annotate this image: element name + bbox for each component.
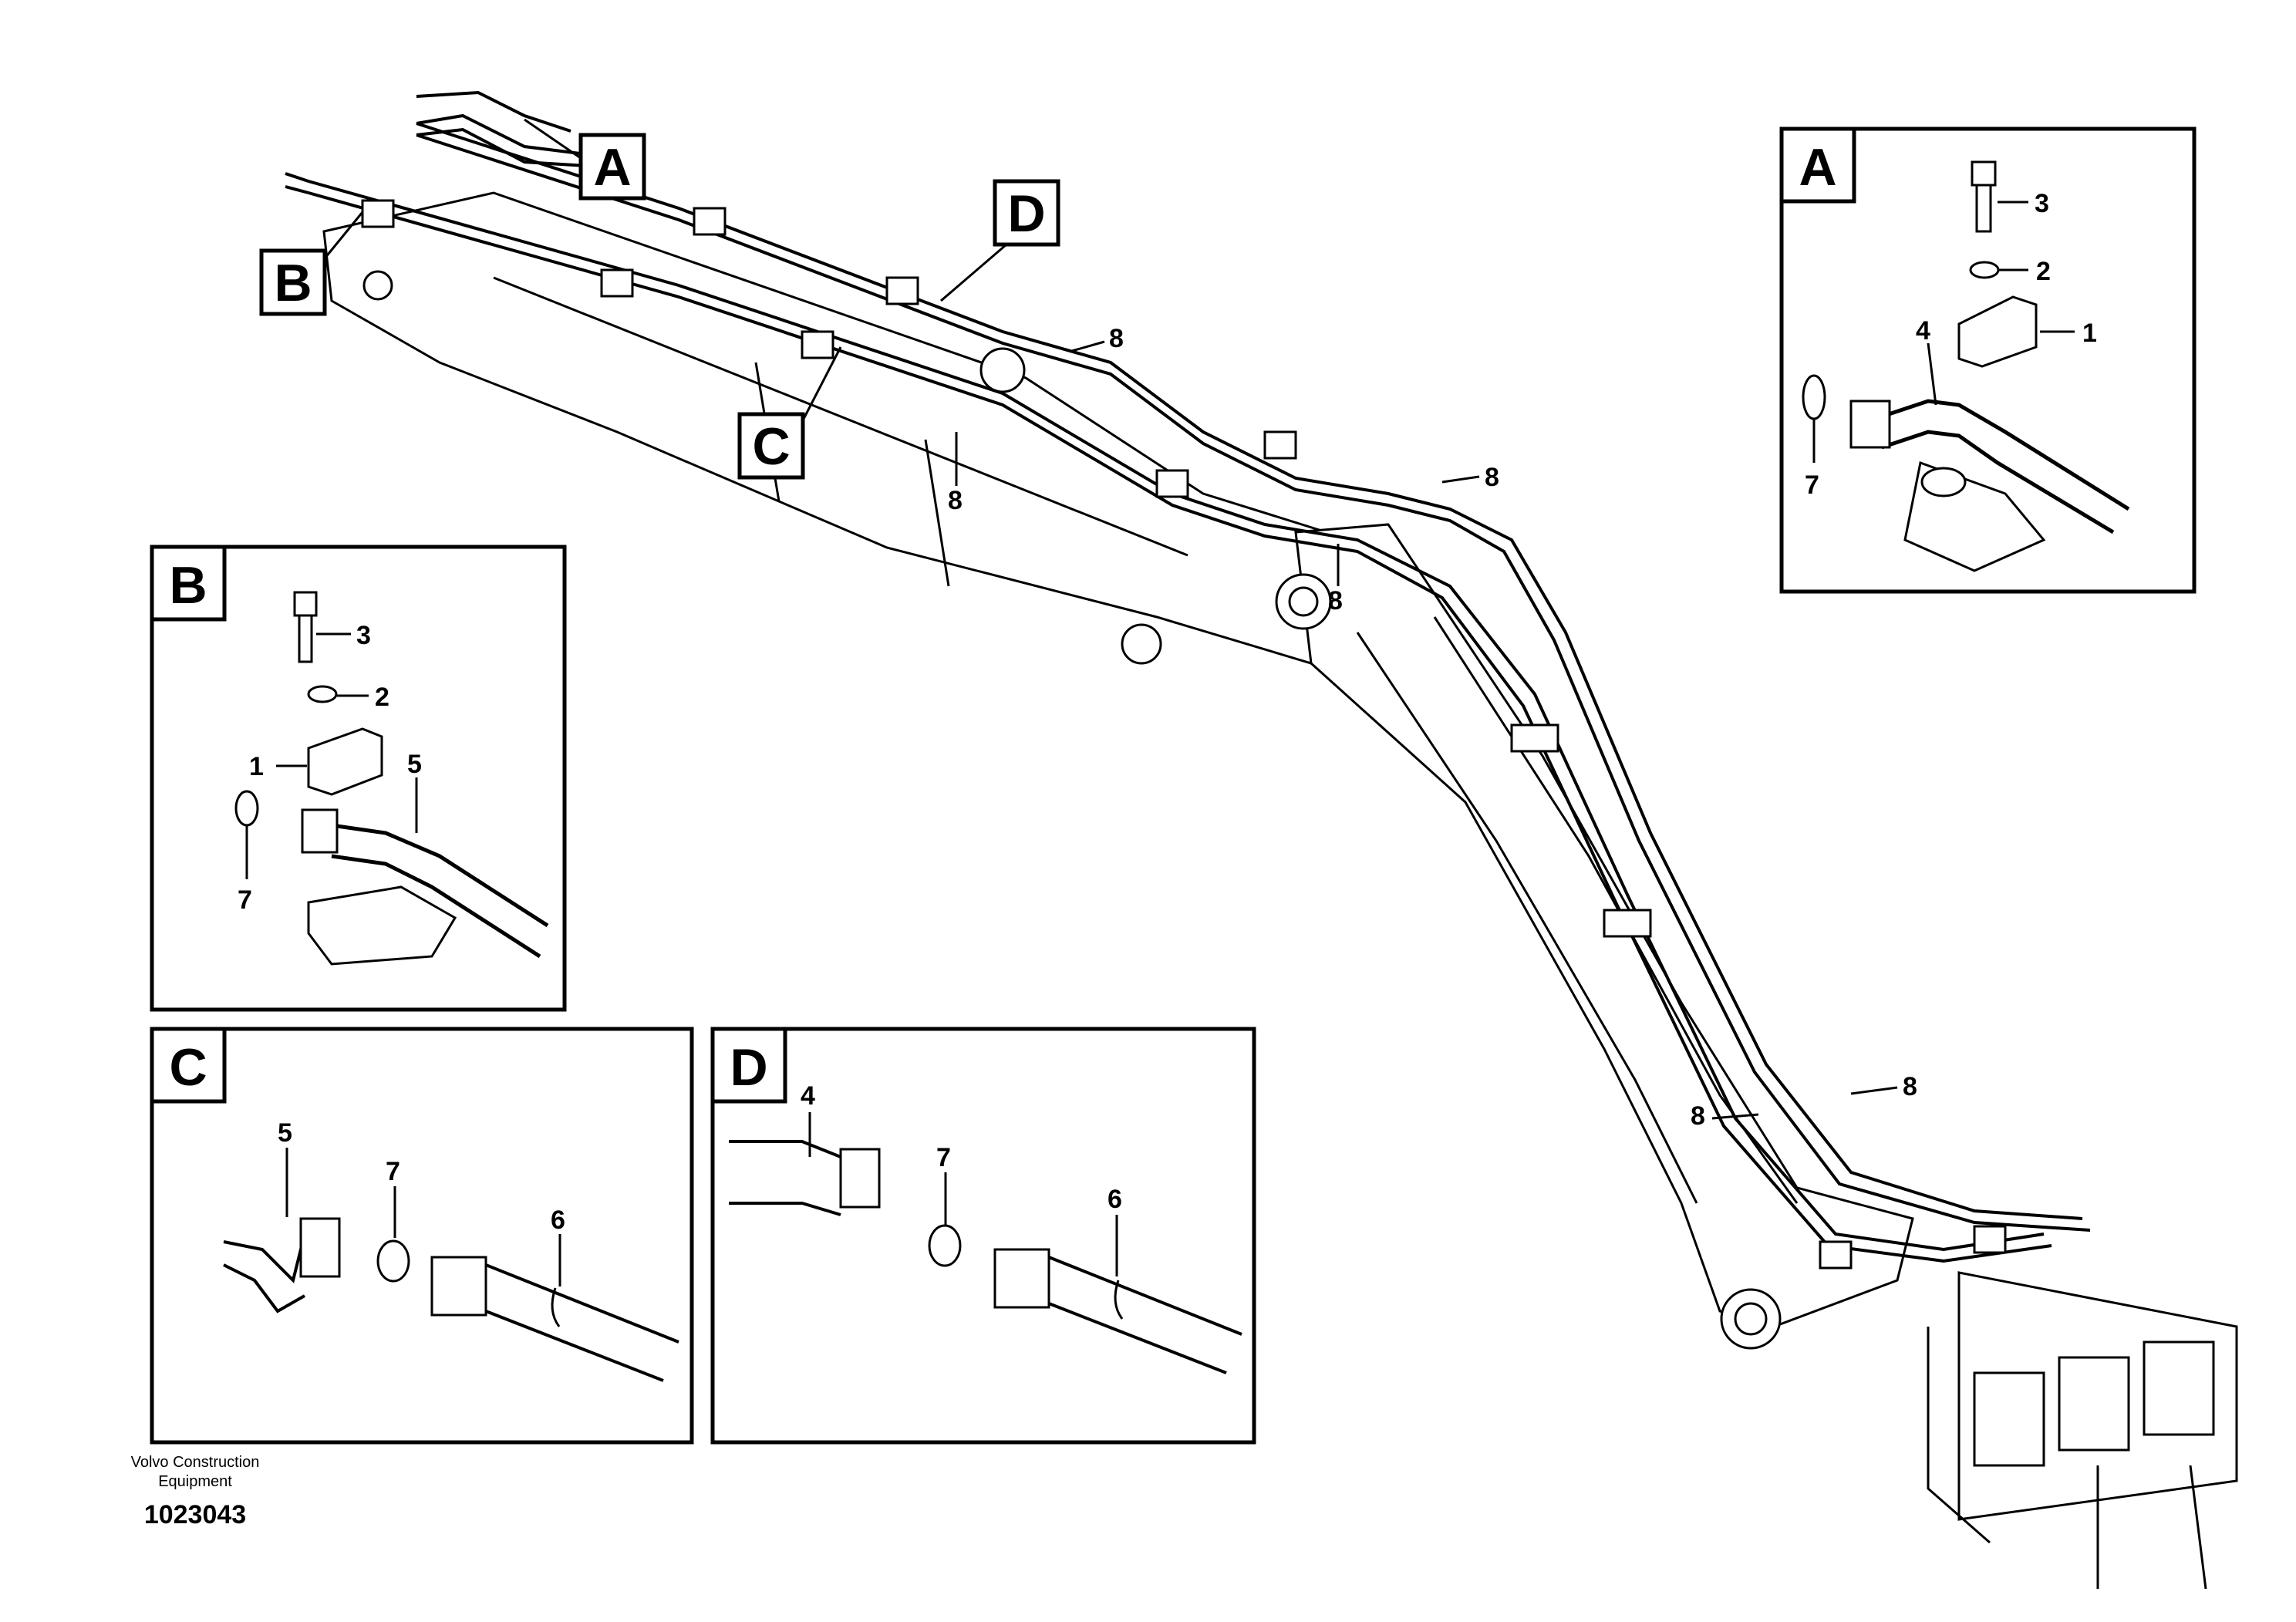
callout-d: D bbox=[940, 179, 1060, 302]
svg-text:D: D bbox=[1007, 184, 1045, 243]
svg-text:1: 1 bbox=[249, 752, 264, 781]
detail-c-panel: C 5 7 6 bbox=[150, 1027, 694, 1445]
svg-text:6: 6 bbox=[1108, 1185, 1122, 1214]
detail-b-panel: B 3 2 1 5 7 bbox=[150, 545, 567, 1012]
svg-text:1: 1 bbox=[2082, 319, 2097, 348]
callout-a: A bbox=[524, 118, 646, 201]
svg-text:3: 3 bbox=[2035, 189, 2049, 218]
hose-clamps bbox=[361, 199, 2007, 1270]
svg-text:6: 6 bbox=[551, 1206, 565, 1235]
svg-text:8: 8 bbox=[1328, 586, 1343, 615]
svg-text:C: C bbox=[752, 417, 790, 476]
svg-text:8: 8 bbox=[1691, 1101, 1705, 1131]
svg-text:B: B bbox=[169, 556, 207, 615]
svg-text:D: D bbox=[730, 1038, 767, 1097]
svg-text:2: 2 bbox=[375, 683, 389, 712]
detail-d-panel: D 4 7 6 bbox=[710, 1027, 1256, 1445]
svg-text:8: 8 bbox=[948, 486, 963, 515]
svg-text:A: A bbox=[593, 138, 631, 197]
callout-b: B bbox=[259, 211, 364, 316]
svg-text:5: 5 bbox=[407, 750, 422, 779]
item-8-labels: 8 8 8 8 8 8 8 bbox=[948, 324, 1917, 1131]
svg-text:7: 7 bbox=[1805, 470, 1819, 500]
svg-text:Equipment: Equipment bbox=[158, 1473, 232, 1490]
svg-text:2: 2 bbox=[2036, 257, 2051, 286]
svg-text:C: C bbox=[169, 1038, 207, 1097]
svg-text:7: 7 bbox=[936, 1143, 951, 1172]
svg-text:8: 8 bbox=[1109, 324, 1124, 353]
svg-text:4: 4 bbox=[801, 1081, 815, 1111]
svg-text:1023043: 1023043 bbox=[144, 1500, 246, 1529]
svg-text:4: 4 bbox=[1916, 316, 1930, 346]
svg-text:7: 7 bbox=[386, 1157, 400, 1186]
svg-text:Volvo Construction: Volvo Construction bbox=[131, 1454, 260, 1471]
control-valve-block bbox=[1927, 1271, 2238, 1590]
svg-text:B: B bbox=[274, 254, 312, 312]
svg-text:5: 5 bbox=[278, 1118, 292, 1148]
svg-text:3: 3 bbox=[356, 621, 371, 650]
svg-text:7: 7 bbox=[238, 885, 252, 915]
svg-text:8: 8 bbox=[1485, 463, 1499, 492]
callout-c: C bbox=[737, 346, 842, 480]
footer: Volvo Construction Equipment 1023043 bbox=[131, 1454, 260, 1529]
svg-text:8: 8 bbox=[1903, 1072, 1917, 1101]
svg-text:A: A bbox=[1799, 138, 1836, 197]
detail-a-panel: A 3 2 1 4 7 bbox=[1779, 126, 2197, 594]
